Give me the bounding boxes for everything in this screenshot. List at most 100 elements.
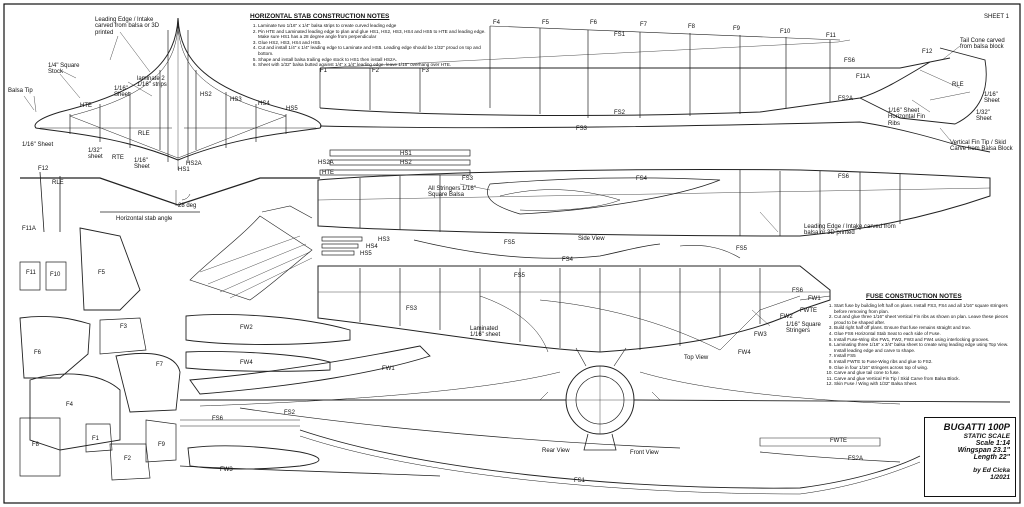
- label-fs6-top: FS6: [792, 288, 804, 294]
- label-fs3-side: FS3: [462, 176, 474, 182]
- label-side-view: Side View: [578, 236, 605, 242]
- part-f4: F4: [66, 402, 74, 408]
- label-fs5-b: FS5: [736, 246, 748, 252]
- label-top-view: Top View: [684, 355, 709, 361]
- part-f11a: F11A: [22, 226, 36, 232]
- plan-length: Length 22": [973, 454, 1010, 461]
- part-fw1: FW1: [382, 366, 395, 372]
- fuselage-side-top: [319, 25, 991, 153]
- fuse-note: Build right half off plans. Ensure that …: [834, 325, 1016, 331]
- parts-strips: [179, 407, 921, 495]
- part-f2: F2: [124, 456, 132, 462]
- hstab-deg-label: 28 deg: [178, 203, 197, 209]
- part-f5: F5: [98, 270, 106, 276]
- fuse-note: Install FS5: [834, 353, 1016, 359]
- fuse-note: Install FWTE to Fuse-Wing ribs and glue …: [834, 359, 1016, 365]
- label-rear-view: Rear View: [542, 448, 570, 454]
- label-fs2a: FS2A: [838, 96, 854, 102]
- label-sheet-32: 1/32" Sheet: [976, 110, 992, 123]
- part-f9: F9: [158, 442, 166, 448]
- label-rle: RLE: [952, 82, 964, 88]
- label-fs4-b: FS4: [562, 257, 574, 263]
- fuse-note: Skin Fuse / Wing with 1/32" Balsa Sheet.: [834, 381, 1016, 387]
- label-fs3-topview: FS3: [406, 306, 418, 312]
- fuselage-top-view: [317, 265, 831, 353]
- part-f6: F6: [34, 350, 42, 356]
- fuse-note: Start fuse by building left half on plan…: [834, 303, 1016, 314]
- plan-author: by Ed Cicka: [973, 467, 1010, 474]
- part-hs5: HS5: [360, 251, 372, 257]
- fuse-construction-notes: FUSE CONSTRUCTION NOTES Start fuse by bu…: [826, 293, 1016, 387]
- label-f6: F6: [590, 20, 598, 26]
- hstab-hs1-label: HS1: [178, 167, 190, 173]
- label-tail-cone: Tail Cone carved from balsa block: [960, 38, 1005, 51]
- hstab-hte-label: HTE: [80, 103, 92, 109]
- label-fwte-top: FWTE: [800, 308, 817, 314]
- horizontal-stab-drawing: [20, 17, 322, 213]
- label-fw4-top: FW4: [738, 350, 751, 356]
- fuse-note: Carve and glue Vertical Fin Tip / Skid C…: [834, 376, 1016, 382]
- hstab-balsa-tip-label: Balsa Tip: [8, 88, 33, 94]
- parts-wing-ribs: [185, 314, 431, 470]
- hstab-rte-label: RTE: [112, 155, 124, 161]
- part-f8: F8: [32, 442, 40, 448]
- fuse-note: Install Fuse-Wing ribs FW1, FW2, FW3 and…: [834, 337, 1016, 343]
- hstab-note: Shape and install balsa trailing edge st…: [258, 57, 486, 63]
- hstab-stock-label: 1/4" Square Stock: [48, 63, 80, 76]
- fuselage-side-view: [317, 168, 991, 259]
- label-fs5-top: FS5: [514, 273, 526, 279]
- hstab-hs5-label: HS5: [286, 106, 298, 112]
- label-vfin-tip: Vertical Fin Tip / Skid Carve from Balsa…: [950, 140, 1013, 153]
- plan-date: 1/2021: [990, 474, 1010, 481]
- fuse-note: Cut and glue three 1/16" sheet Vertical …: [834, 314, 1016, 325]
- plan-kind: STATIC SCALE: [963, 433, 1010, 440]
- part-rle: RLE: [52, 180, 64, 186]
- part-fw3: FW3: [220, 467, 233, 473]
- label-fs5-side: FS5: [504, 240, 516, 246]
- part-hs3: HS3: [378, 237, 390, 243]
- part-hs2: HS2: [400, 160, 412, 166]
- part-hs1: HS1: [400, 151, 412, 157]
- hstab-sheet16c-label: 1/16" Sheet: [134, 158, 150, 171]
- label-hfin-ribs: 1/16" Sheet Horizontal Fin Ribs: [888, 108, 926, 127]
- label-fs4: FS4: [636, 176, 648, 182]
- plan-scale: Scale 1:14: [975, 440, 1010, 447]
- hstab-construction-notes: HORIZONTAL STAB CONSTRUCTION NOTES Lamin…: [250, 13, 486, 68]
- parts-formers: [19, 171, 181, 481]
- hstab-laminate-label: laminate 2 1/16" strips: [137, 76, 167, 89]
- part-f10: F10: [50, 272, 61, 278]
- label-f11: F11: [826, 33, 836, 39]
- hstab-note: Cut and install 1/4" x 1/4" leading edge…: [258, 45, 486, 56]
- hs-strips: [319, 149, 471, 256]
- label-sheet-16: 1/16" Sheet: [984, 92, 1000, 105]
- label-f12: F12: [922, 49, 933, 55]
- build-sketch: [189, 205, 313, 301]
- label-fs1: FS1: [614, 32, 626, 38]
- hstab-hs2a-label: HS2A: [186, 161, 202, 167]
- hstab-notes-title: HORIZONTAL STAB CONSTRUCTION NOTES: [250, 13, 390, 20]
- sheet-border: [3, 3, 1021, 504]
- title-block: BUGATTI 100P STATIC SCALE Scale 1:14 Win…: [924, 417, 1016, 497]
- label-fw1-top: FW1: [808, 296, 821, 302]
- label-f5: F5: [542, 20, 550, 26]
- fuse-note: Glue in four 1/16" stringers across top …: [834, 365, 1016, 371]
- part-fs1: FS1: [574, 478, 586, 484]
- label-fs6-side: FS6: [838, 174, 850, 180]
- label-front-view: Front View: [630, 450, 659, 456]
- label-f9: F9: [733, 26, 741, 32]
- hstab-note: Sheet with 1/32" balsa butted against 1/…: [258, 62, 486, 68]
- label-sq-stringers: 1/16" Square Stringers: [786, 322, 821, 335]
- plan-title: BUGATTI 100P: [943, 422, 1010, 433]
- hstab-hs3-label: HS3: [230, 97, 242, 103]
- label-f7: F7: [640, 22, 648, 28]
- part-hte: HTE: [322, 170, 334, 176]
- fuse-note: Carve and glue tail cone to fuse.: [834, 370, 1016, 376]
- hstab-hs2-label: HS2: [200, 92, 212, 98]
- label-laminated: Laminated 1/16" sheet: [470, 326, 501, 339]
- part-hs4: HS4: [366, 244, 378, 250]
- rear-front-view: [180, 347, 1011, 451]
- hstab-note: Laminate two 1/16" x 1/4" balsa strips t…: [258, 23, 486, 29]
- part-f3: F3: [120, 324, 128, 330]
- part-hs2a: HS2A: [318, 160, 334, 166]
